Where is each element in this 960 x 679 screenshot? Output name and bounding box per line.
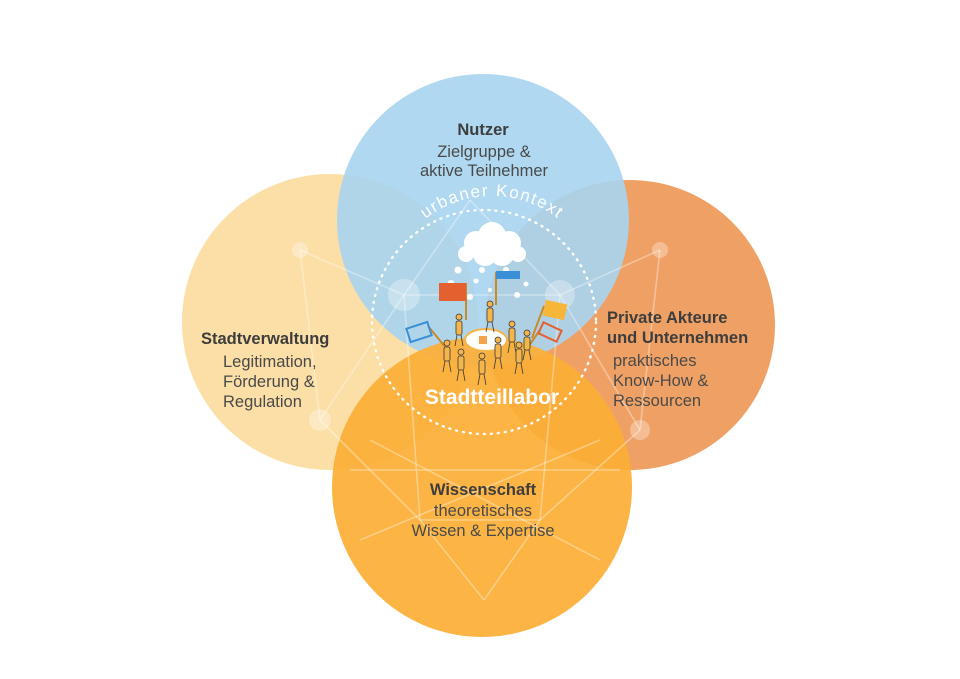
wissenschaft-line-1: theoretisches xyxy=(434,502,532,520)
urban-context-ring xyxy=(370,208,598,436)
private-title-1: Private Akteure xyxy=(607,309,727,327)
wissenschaft-circle xyxy=(332,337,632,637)
stadtverwaltung-line-2: Förderung & xyxy=(223,373,315,391)
nutzer-title: Nutzer xyxy=(457,121,509,139)
thought-cloud-icon xyxy=(448,222,529,300)
stadtverwaltung-line-3: Regulation xyxy=(223,393,302,411)
private-line-3: Ressourcen xyxy=(613,392,701,410)
private-line-1: praktisches xyxy=(613,352,696,370)
center-label: Stadtteillabor xyxy=(425,386,559,409)
stadtverwaltung-line-1: Legitimation, xyxy=(223,353,317,371)
nutzer-line-1: Zielgruppe & xyxy=(437,143,531,161)
wissenschaft-line-2: Wissen & Expertise xyxy=(411,522,554,540)
stadtverwaltung-title: Stadtverwaltung xyxy=(201,330,329,348)
people-group-icon xyxy=(442,300,532,386)
private-line-2: Know-How & xyxy=(613,372,708,390)
wissenschaft-title: Wissenschaft xyxy=(430,481,537,499)
private-title-2: und Unternehmen xyxy=(607,329,748,347)
nutzer-line-2: aktive Teilnehmer xyxy=(420,162,549,180)
nutzer-circle xyxy=(337,74,629,366)
